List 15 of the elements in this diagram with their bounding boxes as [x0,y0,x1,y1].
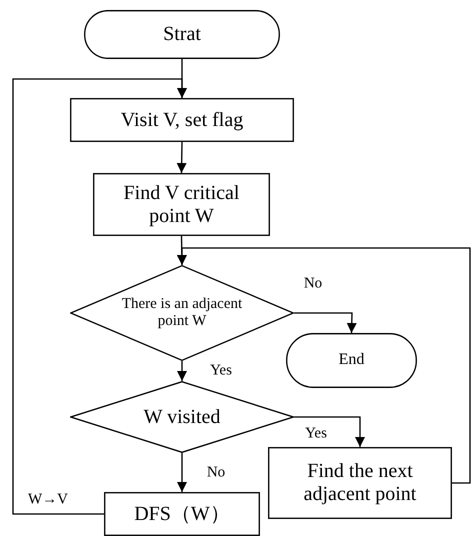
arrow [177,361,187,381]
process-box: Find the next adjacent point [268,447,452,519]
arrow [294,312,357,334]
end-terminal: End [286,333,417,388]
arrow [177,247,471,484]
process-box: DFS（W） [104,492,260,536]
process-box: Find V critical point W [93,173,270,236]
arrow [176,142,187,174]
arrow [294,416,365,447]
decision-diamond: W visited [70,381,294,453]
arrow [177,453,187,492]
decision-diamond: There is an adjacent point W [70,265,294,361]
arrow [12,78,187,515]
process-box: Visit V, set flag [70,98,294,142]
start-terminal: Strat [84,10,280,59]
